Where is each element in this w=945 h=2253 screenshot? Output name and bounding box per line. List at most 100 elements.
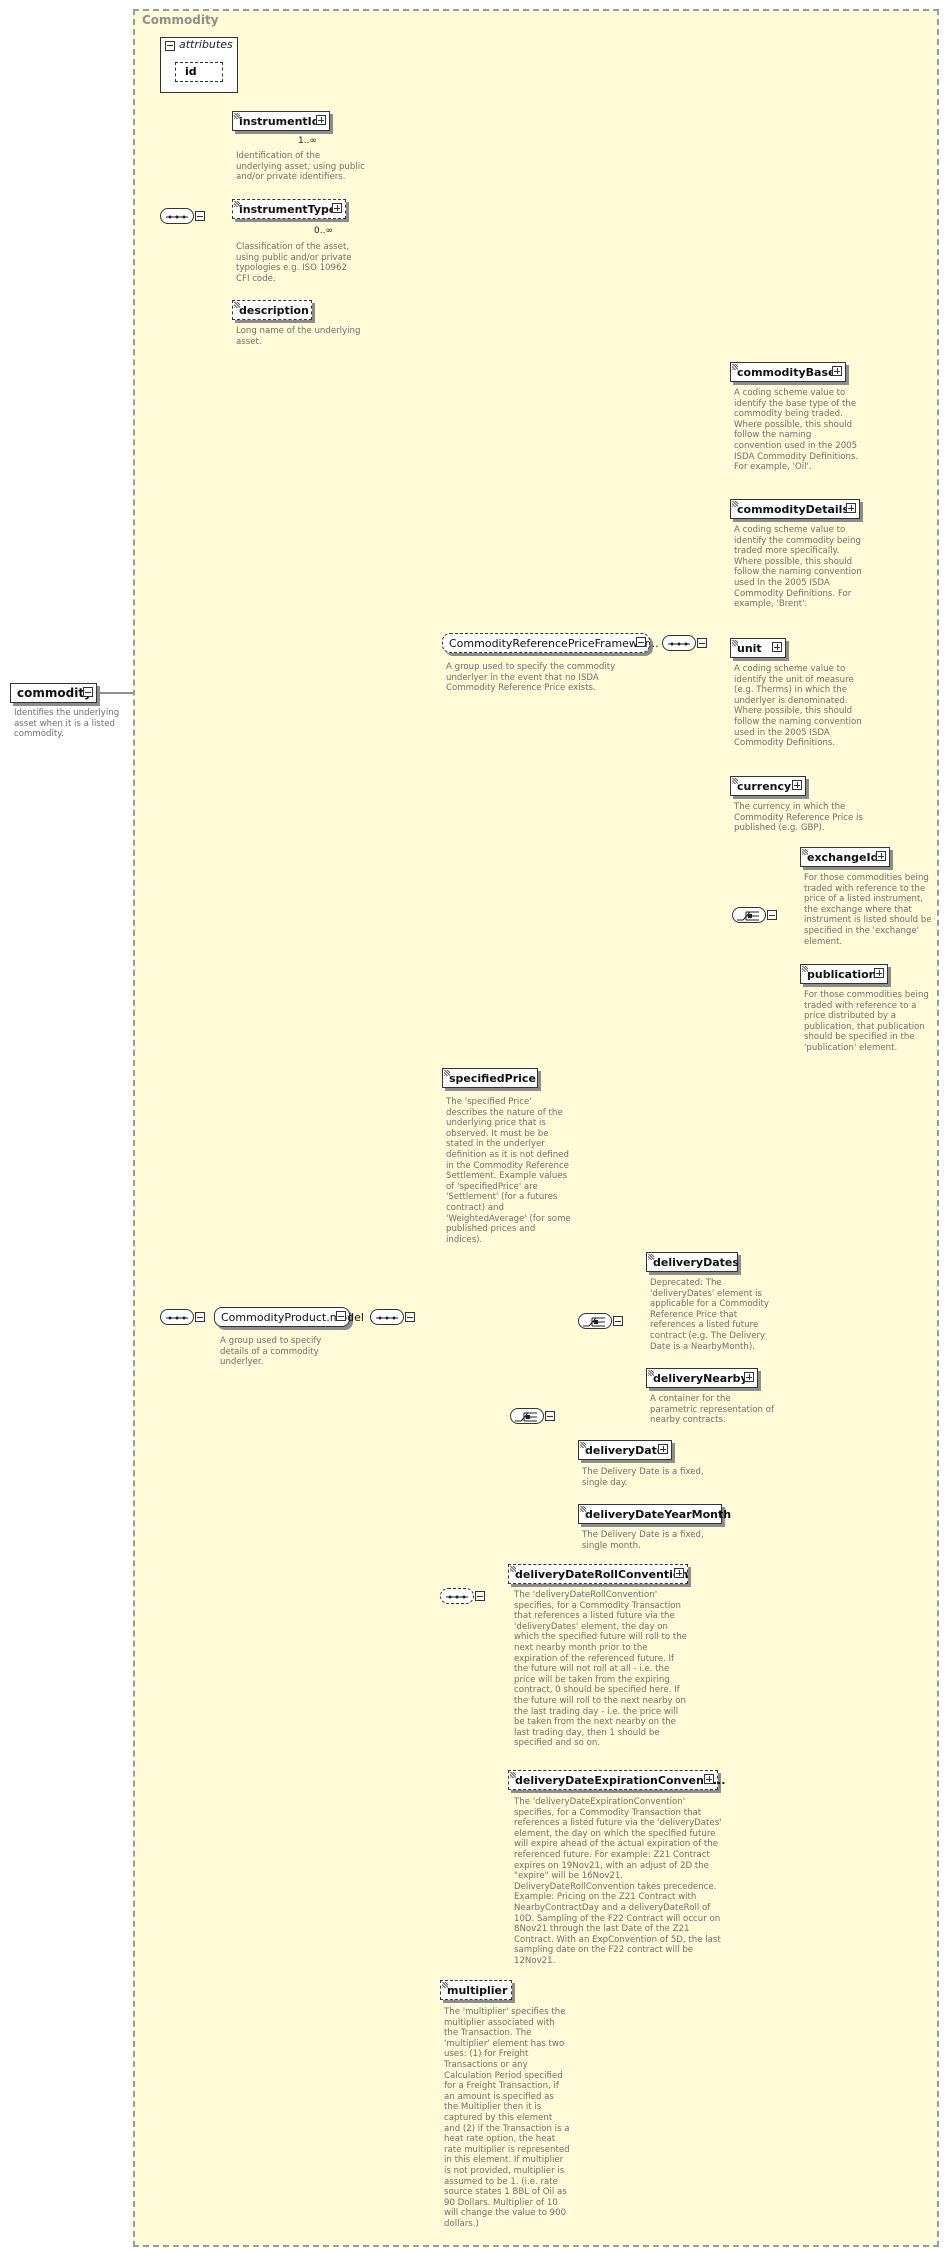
sequence-compositor-cp[interactable] <box>370 1309 415 1325</box>
collapse-icon[interactable] <box>545 1411 555 1421</box>
element-doc: A coding scheme value to identify the un… <box>734 664 862 749</box>
group-label: CommodityReferencePriceFramewor... <box>449 636 659 650</box>
choice-compositor-delivery[interactable] <box>510 1408 555 1424</box>
attributes-label: attributes <box>179 38 233 51</box>
element-doc: A coding scheme value to identify the ba… <box>734 388 859 473</box>
element-commodity[interactable]: commodity <box>10 683 97 703</box>
expand-icon[interactable] <box>704 1774 714 1784</box>
element-multiplier[interactable]: multiplier <box>440 1980 512 2000</box>
element-label: instrumentId <box>239 114 320 128</box>
sequence-compositor-delivery[interactable] <box>440 1588 485 1604</box>
collapse-icon[interactable] <box>697 638 707 648</box>
element-instrumentType[interactable]: instrumentType <box>232 199 346 219</box>
grip-icon <box>648 1370 654 1376</box>
element-commodityDetails[interactable]: commodityDetails <box>730 499 860 519</box>
expand-icon[interactable] <box>658 1444 668 1454</box>
element-deliveryDateExpirationConvention[interactable]: deliveryDateExpirationConventi... <box>508 1770 725 1790</box>
expand-icon[interactable] <box>674 1568 684 1578</box>
collapse-icon[interactable] <box>767 910 777 920</box>
attribute-id-label: id <box>185 65 197 78</box>
expand-icon[interactable] <box>876 851 886 861</box>
element-label: currency <box>737 779 792 793</box>
grip-icon <box>732 640 738 646</box>
choice-icon <box>515 1412 537 1422</box>
element-label: deliveryDate <box>585 1443 665 1457</box>
element-commodityBase[interactable]: commodityBase <box>730 362 846 382</box>
expand-icon[interactable] <box>874 968 884 978</box>
element-publication[interactable]: publication <box>800 964 888 984</box>
collapse-icon[interactable] <box>405 1312 415 1322</box>
expand-icon[interactable] <box>772 642 782 652</box>
sequence-icon <box>668 642 690 646</box>
element-label: deliveryDateExpirationConventi... <box>515 1773 726 1787</box>
grip-icon <box>444 1070 450 1076</box>
choice-compositor-crp[interactable] <box>732 907 777 923</box>
expand-icon[interactable] <box>792 780 802 790</box>
collapse-icon[interactable] <box>195 1312 205 1322</box>
element-label: commodityBase <box>737 365 836 379</box>
element-doc: Identification of the underlying asset, … <box>236 151 365 183</box>
expand-icon[interactable] <box>316 115 326 125</box>
grip-icon <box>510 1772 516 1778</box>
element-deliveryDateYearMonth[interactable]: deliveryDateYearMonth <box>578 1504 731 1524</box>
collapse-icon[interactable] <box>165 41 175 51</box>
element-doc: Long name of the underlying asset. <box>236 326 361 347</box>
element-description[interactable]: description <box>232 300 312 320</box>
element-label: specifiedPrice <box>449 1071 536 1085</box>
element-label: commodity <box>17 686 92 700</box>
element-label: instrumentType <box>239 202 337 216</box>
expand-icon[interactable] <box>832 366 842 376</box>
collapse-icon[interactable] <box>336 1311 346 1321</box>
attributes-box[interactable]: attributes id <box>160 37 238 93</box>
element-label: publication <box>807 967 877 981</box>
group-CommodityReferencePriceFramework[interactable]: CommodityReferencePriceFramewor... <box>442 633 659 653</box>
element-label: deliveryDateYearMonth <box>585 1507 732 1521</box>
grip-icon <box>510 1566 516 1572</box>
element-doc: The Delivery Date is a fixed, single day… <box>582 1467 704 1488</box>
element-deliveryNearby[interactable]: deliveryNearby <box>646 1368 758 1388</box>
element-unit[interactable]: unit <box>730 638 786 658</box>
element-doc: The currency in which the Commodity Refe… <box>734 802 863 834</box>
grip-icon <box>732 501 738 507</box>
expand-icon[interactable] <box>744 1372 754 1382</box>
cardinality: 0..∞ <box>314 226 333 236</box>
attributes-header[interactable]: attributes <box>161 38 233 51</box>
element-deliveryDateRollConvention[interactable]: deliveryDateRollConvention <box>508 1564 688 1584</box>
element-doc: A coding scheme value to identify the co… <box>734 525 862 610</box>
choice-icon <box>583 1317 605 1327</box>
collapse-icon[interactable] <box>613 1316 623 1326</box>
group-doc: A group used to specify the commodity un… <box>446 662 616 694</box>
attribute-id[interactable]: id <box>175 62 223 82</box>
grip-icon <box>234 302 240 308</box>
sequence-icon <box>376 1316 398 1320</box>
choice-compositor-deliveryDates[interactable] <box>578 1313 623 1329</box>
element-label: commodityDetails <box>737 502 849 516</box>
collapse-icon[interactable] <box>636 637 646 647</box>
sequence-icon <box>166 215 188 219</box>
collapse-icon[interactable] <box>83 687 93 697</box>
cardinality: 1..∞ <box>298 136 317 146</box>
element-currency[interactable]: currency <box>730 776 806 796</box>
sequence-compositor-crp[interactable] <box>662 635 707 651</box>
element-specifiedPrice[interactable]: specifiedPrice <box>442 1068 538 1088</box>
element-deliveryDates[interactable]: deliveryDates <box>646 1252 739 1272</box>
element-doc: For those commodities being traded with … <box>804 990 929 1053</box>
grip-icon <box>732 778 738 784</box>
element-instrumentId[interactable]: instrumentId <box>232 111 330 131</box>
group-CommodityProduct-model[interactable]: CommodityProduct.model <box>214 1307 364 1327</box>
element-exchangeId[interactable]: exchangeId <box>800 847 890 867</box>
grip-icon <box>234 113 240 119</box>
element-doc: The 'deliveryDateRollConvention' specifi… <box>514 1590 687 1749</box>
expand-icon[interactable] <box>332 203 342 213</box>
expand-icon[interactable] <box>846 503 856 513</box>
grip-icon <box>580 1506 586 1512</box>
element-deliveryDate[interactable]: deliveryDate <box>578 1440 672 1460</box>
element-label: unit <box>737 641 762 655</box>
collapse-icon[interactable] <box>475 1591 485 1601</box>
sequence-compositor-top[interactable] <box>160 208 205 224</box>
collapse-icon[interactable] <box>195 211 205 221</box>
sequence-icon <box>446 1595 468 1599</box>
sequence-compositor-main[interactable] <box>160 1309 205 1325</box>
grip-icon <box>802 849 808 855</box>
